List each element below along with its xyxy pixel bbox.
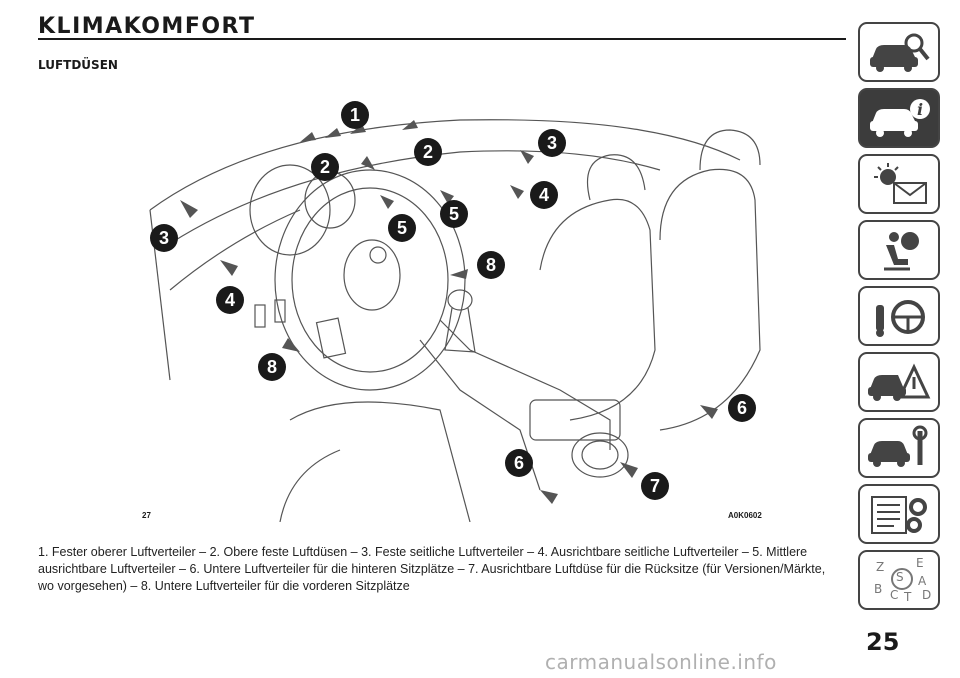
alphabet-index-icon: Z E S A B C T D: [874, 556, 931, 604]
callout-3b: 3: [159, 228, 169, 248]
interior-line-drawing: 1 2 2 3 3 4 4 5 5 6 6 7 8 8: [149, 101, 761, 522]
callout-6b: 6: [514, 453, 524, 473]
index-letter-t: T: [903, 590, 912, 604]
svg-text:i: i: [917, 100, 923, 119]
tab-airbag-seat[interactable]: [858, 220, 940, 280]
car-info-icon: i: [870, 99, 930, 137]
page-number: 25: [866, 628, 900, 656]
tab-steering-key[interactable]: [858, 286, 940, 346]
car-wrench-icon: [868, 425, 928, 467]
index-letter-e: E: [916, 556, 924, 570]
section-subtitle: LUFTDÜSEN: [38, 58, 118, 72]
checklist-gear-icon: [871, 496, 927, 534]
tab-checklist-gear[interactable]: [858, 484, 940, 544]
index-letter-d: D: [922, 588, 931, 602]
figure-caption: 1. Fester oberer Luftverteiler – 2. Ober…: [38, 545, 826, 593]
callout-8b: 8: [267, 357, 277, 377]
tab-warning-lights[interactable]: [858, 154, 940, 214]
chapter-tabs: i: [858, 22, 944, 616]
tab-car-magnifier[interactable]: [858, 22, 940, 82]
tab-car-warning[interactable]: [858, 352, 940, 412]
figure-number: 27: [142, 511, 151, 520]
callout-7: 7: [650, 476, 660, 496]
callout-badges: 1 2 2 3 3 4 4 5 5 6 6 7 8 8: [150, 101, 756, 500]
callout-5a: 5: [397, 218, 407, 238]
callout-4b: 4: [225, 290, 235, 310]
callout-2b: 2: [423, 142, 433, 162]
index-letter-z: Z: [876, 560, 884, 574]
car-warning-triangle-icon: [868, 363, 931, 401]
callout-2a: 2: [320, 157, 330, 177]
warning-lights-icon: [874, 163, 927, 204]
callout-3a: 3: [547, 133, 557, 153]
title-divider: [38, 38, 846, 40]
callout-4a: 4: [539, 185, 549, 205]
index-letter-b: B: [874, 582, 882, 596]
tab-car-wrench[interactable]: [858, 418, 940, 478]
index-letter-a: A: [918, 574, 927, 588]
car-magnifier-icon: [870, 33, 930, 72]
dashboard-air-vents-illustration: 1 2 2 3 3 4 4 5 5 6 6 7 8 8: [140, 90, 780, 522]
page-title: KLIMAKOMFORT: [38, 14, 256, 39]
callout-8a: 8: [486, 255, 496, 275]
index-letter-c: C: [890, 588, 898, 602]
index-letter-s: S: [896, 570, 904, 584]
figure-code: A0K0602: [728, 511, 762, 520]
callout-1: 1: [350, 105, 360, 125]
watermark: carmanualsonline.info: [545, 650, 777, 674]
tab-alphabet-index[interactable]: Z E S A B C T D: [858, 550, 940, 610]
steering-key-icon: [876, 300, 925, 337]
callout-5b: 5: [449, 204, 459, 224]
airbag-seat-icon: [884, 232, 919, 271]
callout-6a: 6: [737, 398, 747, 418]
tab-car-info[interactable]: i: [858, 88, 940, 148]
